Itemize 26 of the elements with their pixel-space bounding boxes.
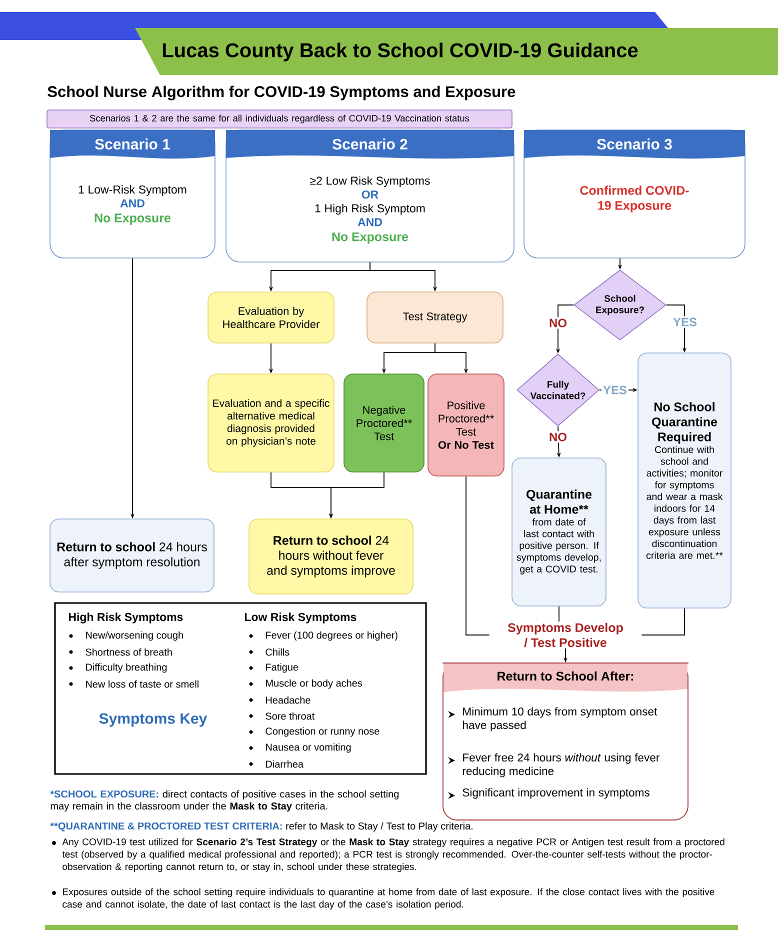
scenario-card: Scenario 1 1 Low-Risk Symptom AND No Exposure bbox=[50, 130, 216, 258]
criteria-card: Return to School After: Minimum 10 days from symptom onset have passed Fever free 24 hours without using fever reducing medicine Significant improvement in symptoms bbox=[442, 662, 688, 820]
footnote: *SCHOOL EXPOSURE: direct contacts of positive cases in the school setting may remain in the classroom under the Mask to Stay criteria. bbox=[50, 790, 399, 812]
title-banner: Lucas County Back to School COVID-19 Guidance bbox=[0, 12, 778, 75]
process-box: Evaluation by Healthcare Provider bbox=[208, 292, 334, 344]
subtitle: School Nurse Algorithm for COVID-19 Symptoms and Exposure bbox=[48, 86, 516, 100]
symptoms-key-box: High Risk Symptoms New/worsening cough Shortness of breath Difficulty breathing New loss of taste or smell Symptoms Key Low Risk Symptoms Fever (100 degrees or higher) Chills Fatigue Muscle or body aches Headache Sore throat Congestion or runny nose Nausea or vomiting Diarrhea bbox=[54, 602, 427, 775]
process-box: Evaluation and a specific alternative medical diagnosis provided on physician’s note bbox=[208, 374, 334, 472]
scenario-card: Scenario 3 Confirmed COVID-19 Exposure bbox=[524, 130, 746, 258]
result-box: Positive Proctored** Test Or No Test bbox=[428, 374, 504, 476]
edge-label: YES bbox=[672, 316, 698, 328]
outcome-text: Symptoms Develop / Test Positive bbox=[508, 622, 623, 648]
footnote: Any COVID-19 test utilized for Scenario 2’s Test Strategy or the Mask to Stay strategy requires a negative PCR or Antigen test result from a proctored test (observed by a qualified medical professional and reported); a PCR test is strongly recommended. Over-the-counter self-tests without the proctor-observation & reporting cannot return to, or stay in, school under these strategies. bbox=[52, 838, 724, 872]
outcome-box: Quarantine at Home** from date of last contact with positive person. If symptoms develop, get a COVID test. bbox=[512, 458, 606, 606]
footnote: Exposures outside of the school setting require individuals to quarantine at home from date of last exposure. If the close contact lives with the positive case and cannot isolate, the date of last contact is the last day of the case’s isolation period. bbox=[52, 888, 714, 910]
edge-label: NO bbox=[548, 431, 568, 443]
scenario-card: Scenario 2 ≥2 Low Risk Symptoms OR 1 High Risk Symptom AND No Exposure bbox=[226, 130, 514, 262]
edge-label: NO bbox=[548, 317, 568, 329]
footnote: **QUARANTINE & PROCTORED TEST CRITERIA: refer to Mask to Stay / Test to Play criteria. bbox=[50, 822, 472, 832]
note-box: Scenarios 1 & 2 are the same for all individuals regardless of COVID-19 Vaccination status bbox=[46, 110, 512, 128]
edge-label: YES bbox=[602, 384, 628, 396]
process-box: Test Strategy bbox=[366, 292, 504, 344]
result-box: Negative Proctored** Test bbox=[344, 374, 424, 472]
outcome-box: Return to school 24 hours after symptom resolution bbox=[50, 518, 214, 592]
outcome-box: No School Quarantine Required Continue with school and activities; monitor for symptoms and wear a mask indoors for 14 days from last exposure unless discontinuation criteria are met.** bbox=[638, 352, 732, 608]
outcome-box: Return to school 24 hours without fever and symptoms improve bbox=[248, 518, 414, 594]
